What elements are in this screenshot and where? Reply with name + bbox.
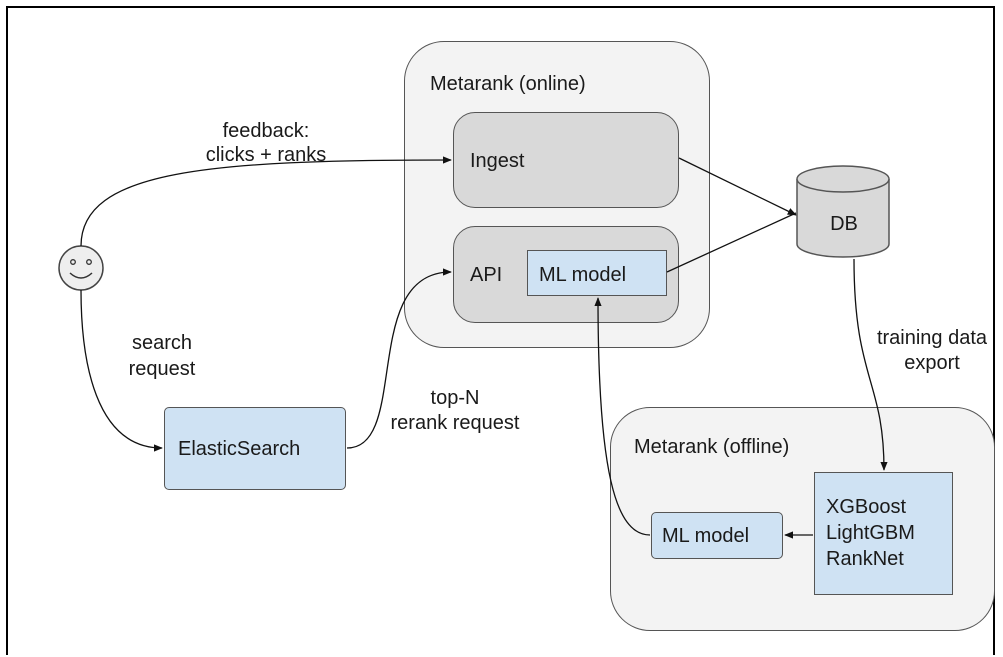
algorithms-box: [814, 472, 953, 595]
feedback-label-line2: clicks + ranks: [205, 144, 327, 166]
ingest-label: Ingest: [470, 150, 525, 172]
algorithm-ranknet-label: RankNet: [826, 548, 904, 570]
algorithm-lightgbm-label: LightGBM: [826, 522, 915, 544]
feedback-label-line1: feedback:: [222, 120, 310, 142]
db-label: DB: [830, 213, 858, 235]
diagram-frame: [6, 6, 995, 655]
algorithm-xgboost-label: XGBoost: [826, 496, 907, 518]
search-label-line2: request: [128, 358, 196, 380]
database-cylinder-icon: [796, 165, 890, 258]
elasticsearch-box: [164, 407, 346, 490]
search-label-line1: search: [131, 332, 193, 354]
rerank-label-line2: rerank request: [390, 412, 520, 434]
metarank-online-title: Metarank (online): [430, 73, 586, 95]
rerank-request-connector: [346, 268, 452, 449]
training-label-line2: export: [904, 352, 960, 374]
ml-model-to-db-connector: [666, 212, 797, 273]
ml-model-online-box: [527, 250, 667, 296]
ml-model-online-label: ML model: [539, 264, 627, 286]
ingest-to-db-connector: [678, 157, 797, 216]
ml-model-offline-label: ML model: [662, 525, 750, 547]
training-label-line1: training data: [876, 327, 988, 349]
metarank-offline-title: Metarank (offline): [634, 436, 790, 458]
feedback-connector: [80, 156, 452, 247]
model-deploy-connector: [594, 297, 651, 536]
search-request-connector: [80, 289, 163, 452]
training-export-connector: [853, 258, 888, 471]
api-label: API: [470, 264, 503, 286]
smiley-face-icon: [58, 245, 104, 291]
ml-model-offline-box: [651, 512, 783, 559]
rerank-label-line1: top-N: [430, 387, 480, 409]
ingest-box: [453, 112, 679, 208]
elasticsearch-label: ElasticSearch: [178, 438, 301, 460]
